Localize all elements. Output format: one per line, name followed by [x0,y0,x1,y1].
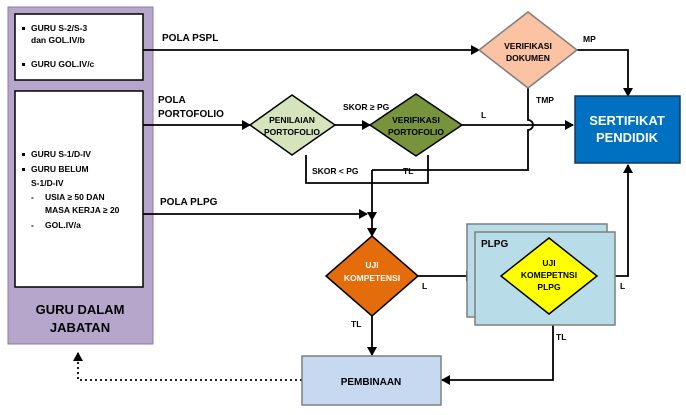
bullet-icon [22,153,25,156]
pembinaan-label: PEMBINAAN [341,377,402,388]
edge-tl-plpg [441,300,554,385]
verifikasi-portofolio-line1: VERIFIKASI [392,115,440,125]
label-skor-ge-pg: SKOR ≥ PG [343,102,390,112]
uji-kompetensi-node [324,235,420,317]
group2-line5: MASA KERJA ≥ 20 [45,205,120,215]
group2-line2: GURU BELUM [31,164,89,174]
label-tl-plpg: TL [556,332,566,342]
group1-line1: GURU S-2/S-3 [31,23,87,33]
label-tl-kompetensi: TL [351,319,361,329]
label-l-kompetensi: L [422,281,427,291]
label-pola-portofolio-1: POLA [158,95,186,106]
verifikasi-portofolio-line2: PORTOFOLIO [388,127,444,137]
sertifikat-pendidik-node [574,95,681,164]
dash-icon: - [31,220,34,230]
guru-dalam-jabatan-line1: GURU DALAM [36,302,125,317]
edge-skor-lt-pg [305,155,372,184]
uji-kompetensi-plpg-line1: UJI [542,258,555,268]
label-pola-portofolio-2: PORTOFOLIO [158,109,224,120]
verifikasi-dokumen-node [477,11,579,89]
uji-kompetensi-plpg-node [499,237,599,315]
group2-line1: GURU S-1/D-IV [31,149,91,159]
edge-mp [577,49,633,97]
group1-line2: dan GOL.IV/b [31,35,85,45]
verifikasi-dokumen-line2: DOKUMEN [506,53,550,63]
plpg-title: PLPG [481,239,508,250]
uji-kompetensi-line2: KOMPETENSI [344,273,400,283]
label-pola-plpg: POLA PLPG [160,197,218,208]
verifikasi-portofolio-node [368,93,464,157]
label-tmp: TMP [536,95,554,105]
penilaian-portofolio-line2: PORTOFOLIO [264,127,320,137]
label-mp: MP [583,34,596,44]
bullet-icon [22,168,25,171]
sertifikat-pendidik-line1: SERTIFIKAT [589,113,665,128]
label-l-plpg: L [620,281,625,291]
label-skor-lt-pg: SKOR < PG [312,166,359,176]
group2-line4: USIA ≥ 50 DAN [45,192,105,202]
label-l-portofolio: L [481,110,486,120]
group2-line6: GOL.IV/a [45,220,81,230]
edge-tl-portofolio [372,155,429,184]
pembinaan-node [301,355,442,406]
uji-kompetensi-plpg-line3: PLPG [537,282,561,292]
penilaian-portofolio-node [248,94,337,156]
sertifikat-pendidik-line2: PENDIDIK [596,130,659,145]
penilaian-portofolio-line1: PENILAIAN [269,115,315,125]
dash-icon: - [31,192,34,202]
label-tl-portofolio: TL [403,166,413,176]
guru-dalam-jabatan-line2: JABATAN [50,320,110,335]
group2-box [14,90,144,288]
group2-line3: S-1/D-IV [31,178,64,188]
group1-line3: GURU GOL.IV/c [31,59,95,69]
bullet-icon [22,63,25,66]
bullet-icon [22,27,25,30]
uji-kompetensi-line1: UJI [365,260,378,270]
uji-kompetensi-plpg-line2: KOMEPETNSI [521,270,577,280]
verifikasi-dokumen-line1: VERIFIKASI [504,41,552,51]
label-pola-pspl: POLA PSPL [162,33,218,44]
group1-box [14,13,144,81]
edge-pembinaan-return [73,352,302,381]
